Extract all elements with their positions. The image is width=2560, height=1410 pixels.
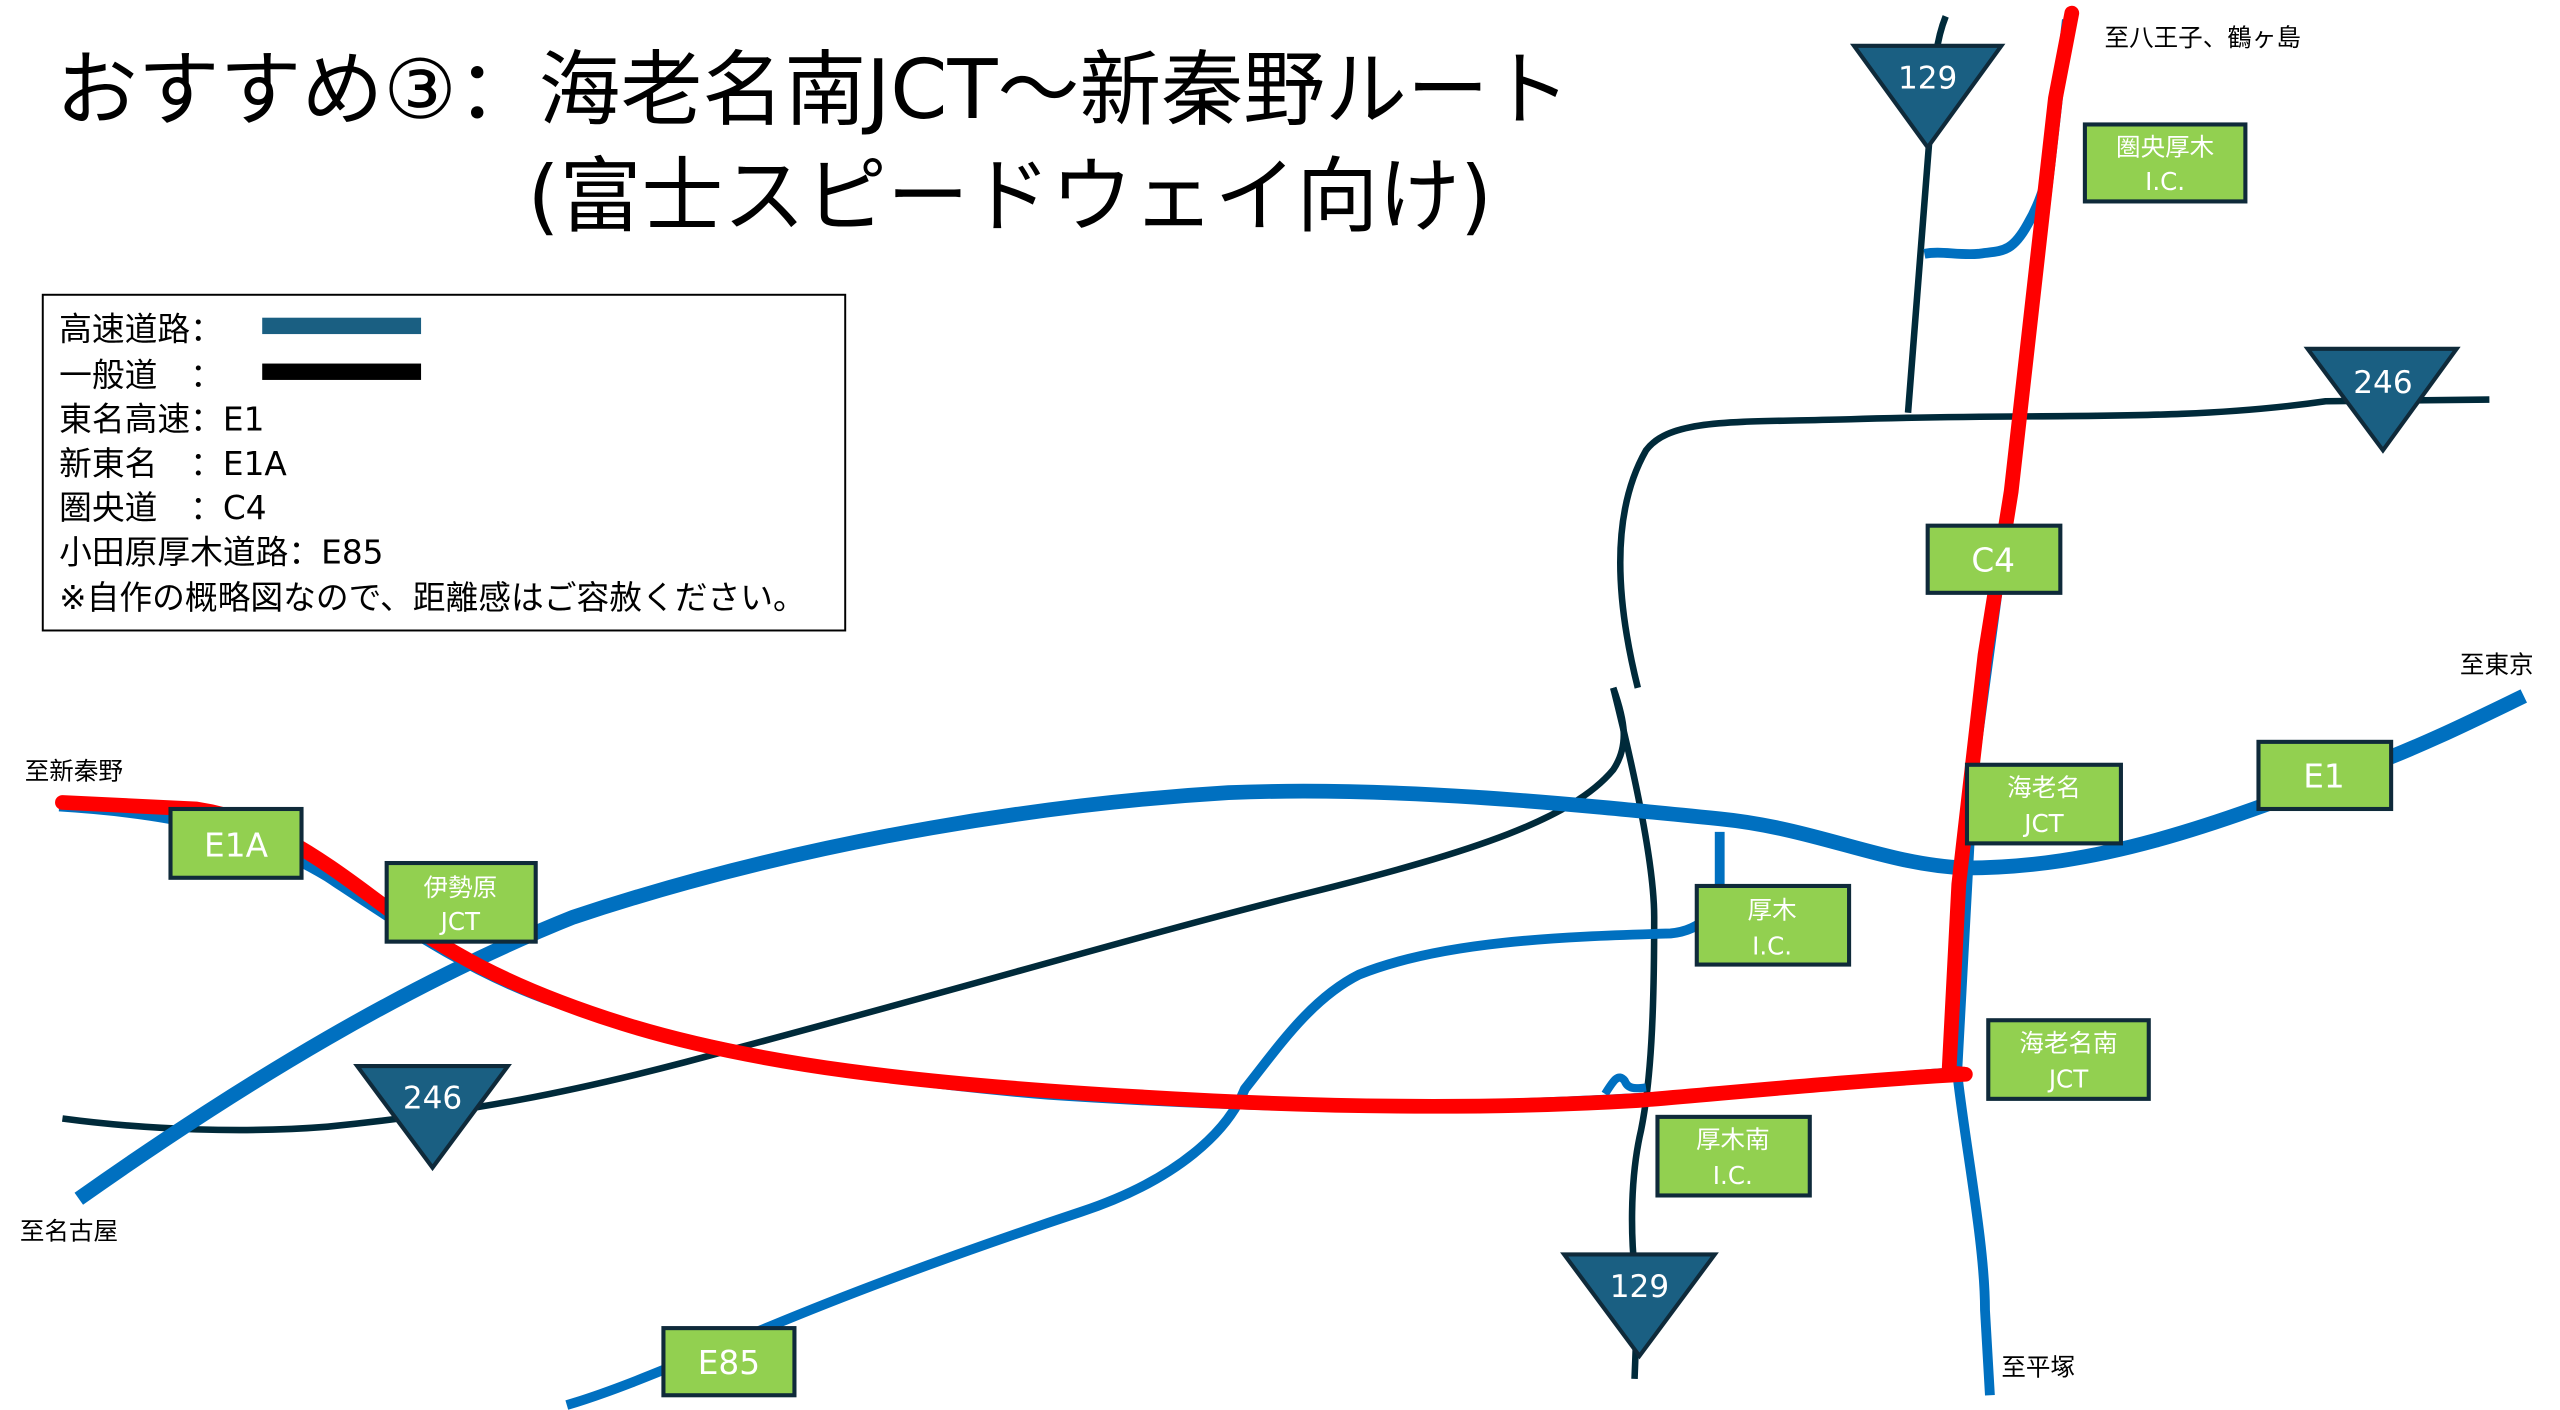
title-line-2: (富士スピードウェイ向け) [528,149,1493,244]
svg-text:E1A: E1A [204,826,269,864]
svg-text:伊勢原: 伊勢原 [424,873,498,902]
destination-shinhadano: 至新秦野 [25,757,123,786]
legend: 高速道路： 一般道 ： 東名高速：E1 新東名 ：E1A 圏央道 ：C4 小田原… [41,293,847,632]
legend-c4: 圏央道 ：C4 [59,489,266,527]
svg-text:E85: E85 [698,1344,760,1382]
label-ebina-jct: 海老名 JCT [1964,762,2123,846]
svg-text:JCT: JCT [439,907,481,936]
label-atsugi-minami-ic: 厚木南 I.C. [1655,1114,1812,1198]
svg-text:129: 129 [1898,60,1957,96]
route-marker-246-east: 246 [2303,346,2461,454]
legend-general-road-swatch [262,363,422,380]
label-atsugi-ic: 厚木 I.C. [1694,883,1852,967]
expressway-e85 [565,831,1725,1410]
svg-text:I.C.: I.C. [1752,932,1792,961]
svg-text:JCT: JCT [2022,809,2064,838]
route-marker-246-west: 246 [353,1064,512,1172]
legend-general-road-label: 一般道 ： [59,356,223,394]
svg-text:I.C.: I.C. [1713,1161,1753,1190]
svg-text:海老名: 海老名 [2007,773,2081,802]
label-ken-o-atsugi-ic: 圏央厚木 I.C. [2082,122,2248,204]
svg-text:厚木: 厚木 [1748,896,1797,925]
legend-expressway-swatch [262,317,422,335]
road-246-north [1617,396,2490,689]
svg-text:129: 129 [1610,1269,1669,1305]
label-isehara-jct: 伊勢原 JCT [384,860,538,944]
svg-text:I.C.: I.C. [2145,167,2185,196]
expressway-atsugi-minami-ramp [1601,1073,1647,1097]
svg-text:246: 246 [2353,365,2412,401]
svg-text:厚木南: 厚木南 [1696,1125,1770,1154]
legend-e1a: 新東名 ：E1A [59,445,287,483]
svg-text:圏央厚木: 圏央厚木 [2116,133,2214,162]
legend-box [41,293,847,632]
route-marker-129-north: 129 [1849,43,2006,151]
legend-e1: 東名高速：E1 [59,401,264,439]
svg-text:246: 246 [403,1081,462,1117]
recommended-route [55,5,2080,1114]
route-marker-129-south: 129 [1560,1252,1719,1360]
expressway-e1a [58,799,1958,1112]
label-e1a: E1A [168,806,304,880]
svg-text:海老名南: 海老名南 [2019,1028,2117,1057]
legend-expressway-label: 高速道路： [59,311,223,349]
label-e1: E1 [2256,739,2394,812]
svg-text:JCT: JCT [2047,1064,2089,1093]
label-c4: C4 [1925,523,2063,595]
title-line-1: おすすめ③：海老名南JCT～新秦野ルート [56,43,1571,138]
destination-tokyo: 至東京 [2460,650,2534,679]
label-ebina-minami-jct: 海老名南 JCT [1986,1018,2151,1101]
legend-e85: 小田原厚木道路：E85 [59,533,383,571]
destination-hachioji: 至八王子、鶴ヶ島 [2105,23,2301,52]
svg-text:E1: E1 [2303,758,2345,796]
svg-text:C4: C4 [1971,542,2015,580]
destination-hiratsuka: 至平塚 [2001,1353,2075,1382]
legend-note: ※自作の概略図なので、距離感はご容赦ください。 [59,579,806,617]
destination-nagoya: 至名古屋 [20,1217,118,1246]
label-e85: E85 [661,1326,797,1398]
